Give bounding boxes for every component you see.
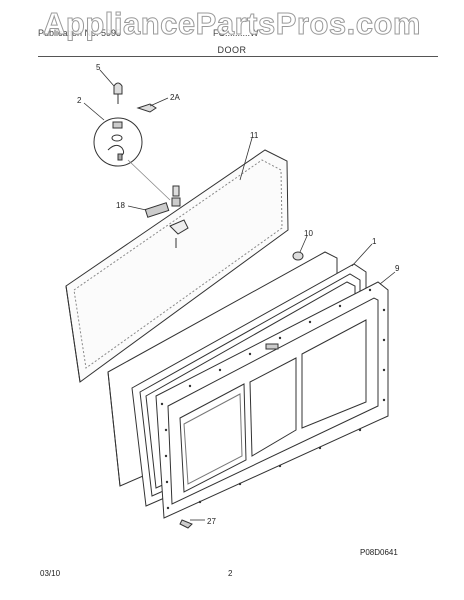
watermark-logo: AppliancePartsPros.com — [43, 6, 421, 42]
leader-lines — [83, 69, 396, 521]
model-number: FC..........W — [213, 28, 259, 38]
callout-11: 11 — [250, 131, 259, 140]
publication-number: Publication No. 5995 — [38, 28, 122, 38]
door-liner-panel — [65, 149, 289, 383]
part-2a-clip — [136, 103, 157, 113]
footer-date: 03/10 — [40, 569, 61, 578]
outer-door-panel — [155, 281, 389, 519]
hinge-assembly — [169, 185, 189, 248]
part-27-screw — [179, 519, 193, 529]
callout-1: 1 — [372, 237, 377, 246]
section-title: DOOR — [217, 45, 247, 55]
part-18-hinge-cover — [144, 202, 170, 218]
footer-page-number: 2 — [228, 569, 233, 578]
header-divider — [38, 56, 438, 57]
part-5-plug — [113, 82, 123, 104]
callout-5: 5 — [96, 63, 101, 72]
callout-2: 2 — [77, 96, 82, 105]
callout-10: 10 — [304, 229, 313, 238]
header-strip: Publication No. 5995 FC..........W — [38, 28, 438, 42]
part-10-plug — [292, 251, 304, 261]
callout-2a: 2A — [170, 93, 180, 102]
hinge-detail-circle — [93, 117, 143, 167]
diagram-code: P08D0641 — [360, 548, 398, 557]
callout-27: 27 — [207, 517, 216, 526]
callout-18: 18 — [116, 201, 125, 210]
callout-9: 9 — [395, 264, 400, 273]
